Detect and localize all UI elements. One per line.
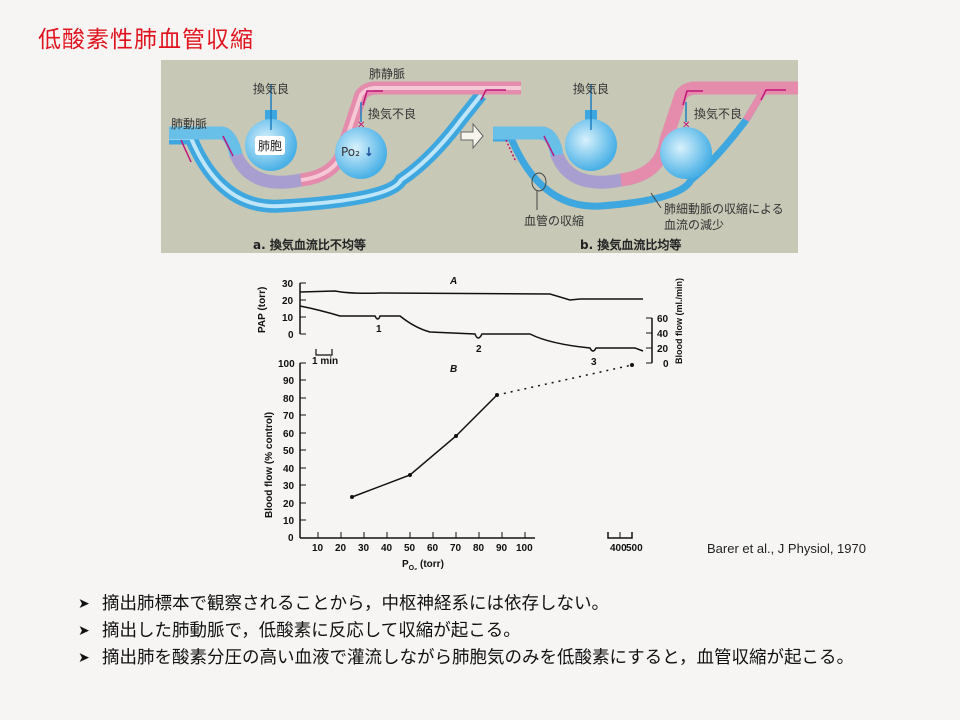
svg-text:1: 1 (376, 324, 382, 335)
svg-text:0: 0 (288, 330, 294, 341)
svg-text:500: 500 (626, 543, 643, 554)
bullet-item: ➤ 摘出肺を酸素分圧の高い血液で灌流しながら肺胞気のみを低酸素にすると，血管収縮… (78, 645, 902, 672)
svg-text:2: 2 (476, 344, 482, 355)
vq-mismatch-diagram: ✕ ✕ 換気良 肺静脈 肺動脈 換気不良 肺胞 Po₂ ↓ a. 換気血流比不均… (161, 60, 798, 253)
svg-text:60: 60 (427, 543, 439, 554)
svg-text:40: 40 (283, 464, 295, 475)
svg-text:3: 3 (591, 357, 597, 368)
svg-text:40: 40 (657, 329, 669, 340)
svg-text:Blood flow (% control): Blood flow (% control) (264, 412, 275, 518)
svg-text:PO₂ (torr): PO₂ (torr) (402, 559, 444, 572)
svg-text:80: 80 (283, 394, 295, 405)
panel-b-label: B (450, 364, 457, 375)
svg-text:90: 90 (283, 376, 295, 387)
label-poor-ventilation-b: 換気不良 (694, 107, 743, 121)
label-good-ventilation-a: 換気良 (253, 82, 290, 96)
svg-text:30: 30 (282, 279, 294, 290)
svg-text:100: 100 (278, 359, 295, 370)
svg-text:10: 10 (283, 516, 295, 527)
bullet-list: ➤ 摘出肺標本で観察されることから，中枢神経系には依存しない。 ➤ 摘出した肺動… (78, 591, 902, 672)
svg-text:10: 10 (282, 313, 294, 324)
svg-text:PAP (torr): PAP (torr) (257, 287, 268, 333)
svg-text:30: 30 (358, 543, 370, 554)
svg-text:1 min: 1 min (312, 356, 338, 367)
svg-text:60: 60 (657, 314, 669, 325)
panel-a-label: A (449, 276, 457, 287)
svg-text:0: 0 (663, 359, 669, 370)
svg-text:30: 30 (283, 481, 295, 492)
label-poor-ventilation-a: 換気不良 (368, 107, 417, 121)
svg-text:40: 40 (381, 543, 393, 554)
svg-text:50: 50 (283, 446, 295, 457)
citation: Barer et al., J Physiol, 1970 (707, 541, 866, 556)
label-vessel-constriction: 血管の収縮 (524, 214, 585, 228)
svg-text:10: 10 (312, 543, 324, 554)
down-arrow-icon: ↓ (363, 145, 374, 159)
label-alveolus: 肺胞 (255, 136, 286, 155)
svg-text:90: 90 (496, 543, 508, 554)
svg-text:20: 20 (335, 543, 347, 554)
svg-text:70: 70 (450, 543, 462, 554)
arrow-bullet-icon: ➤ (78, 596, 90, 612)
svg-text:Blood flow (ml./min): Blood flow (ml./min) (674, 278, 684, 364)
label-arteriole-note-1: 肺細動脈の収縮による (664, 202, 784, 216)
svg-text:✕: ✕ (682, 120, 690, 131)
svg-text:60: 60 (283, 429, 295, 440)
svg-text:20: 20 (282, 296, 294, 307)
svg-text:20: 20 (283, 499, 295, 510)
svg-text:100: 100 (516, 543, 533, 554)
label-arteriole-note-2: 血流の減少 (664, 218, 725, 232)
label-po2: Po₂ ↓ (341, 145, 374, 159)
right-arrow-icon (460, 122, 484, 150)
label-pulmonary-vein: 肺静脈 (369, 67, 406, 81)
svg-text:20: 20 (657, 344, 669, 355)
label-pulmonary-artery: 肺動脈 (171, 117, 208, 131)
label-good-ventilation-b: 換気良 (573, 82, 610, 96)
svg-text:0: 0 (288, 533, 294, 544)
arrow-bullet-icon: ➤ (78, 623, 90, 639)
svg-text:70: 70 (283, 411, 295, 422)
svg-text:✕: ✕ (357, 120, 365, 131)
slide-title: 低酸素性肺血管収縮 (38, 27, 254, 53)
bullet-item: ➤ 摘出肺標本で観察されることから，中枢神経系には依存しない。 (78, 591, 902, 618)
svg-text:400: 400 (610, 543, 627, 554)
svg-text:80: 80 (473, 543, 485, 554)
arrow-bullet-icon: ➤ (78, 650, 90, 666)
bullet-item: ➤ 摘出した肺動脈で，低酸素に反応して収縮が起こる。 (78, 618, 902, 645)
caption-panel-b: b. 換気血流比均等 (580, 238, 682, 252)
caption-panel-a: a. 換気血流比不均等 (253, 238, 366, 252)
vessel-illustration: ✕ ✕ (169, 81, 798, 213)
svg-text:50: 50 (404, 543, 416, 554)
